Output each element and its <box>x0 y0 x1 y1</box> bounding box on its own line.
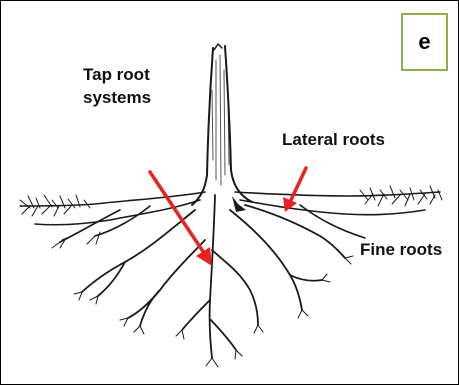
panel-label: e <box>401 13 448 71</box>
tap-root-label: Tap root systems <box>83 63 151 109</box>
fine-roots-label: Fine roots <box>360 238 442 261</box>
tap-root-label-line-1: Tap root <box>83 63 151 86</box>
lateral-roots-label: Lateral roots <box>282 128 385 151</box>
tap-root-arrow <box>150 172 206 256</box>
lateral-roots-right <box>235 192 440 238</box>
fine-roots <box>74 256 353 367</box>
tap-root <box>82 195 345 358</box>
lateral-roots-left <box>20 192 205 242</box>
tap-root-label-line-2: systems <box>83 86 151 109</box>
root-crown <box>232 196 246 212</box>
trunk <box>192 44 252 205</box>
